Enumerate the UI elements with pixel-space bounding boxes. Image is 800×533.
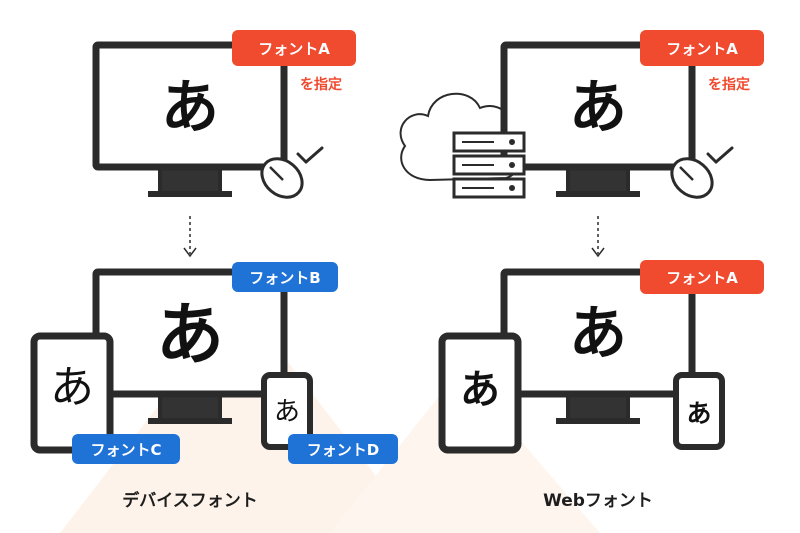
left-font-a-tag: フォントA [232, 30, 356, 66]
right-phone [673, 372, 725, 450]
left-font-d-tag: フォントD [288, 434, 398, 464]
computer-mouse-icon [260, 146, 324, 199]
right-phone-glyph: あ [686, 398, 712, 428]
right-monitor-glyph: あ [568, 299, 627, 367]
left-phone-glyph: あ [273, 397, 300, 427]
background-shape-left [60, 300, 420, 533]
left-monitor-glyph: あ [155, 296, 224, 375]
right-bottom-font-a-tag: フォントA [640, 260, 764, 294]
left-caption: デバイスフォント [122, 491, 258, 511]
right-font-a-tag: フォントA [640, 30, 764, 66]
left-font-b-tag: フォントB [232, 262, 338, 292]
left-top-glyph: あ [160, 73, 219, 141]
computer-mouse-icon [670, 146, 734, 199]
right-top-glyph: あ [568, 73, 627, 141]
right-caption: Webフォント [543, 491, 653, 511]
right-tablet-glyph: あ [460, 367, 500, 413]
down-arrow-icon [183, 216, 197, 258]
down-arrow-icon [591, 216, 605, 258]
right-tablet [438, 332, 522, 454]
right-top-monitor [500, 41, 696, 197]
left-font-c-tag: フォントC [72, 434, 180, 464]
left-tablet-glyph: あ [50, 362, 94, 413]
server-rack-icon [452, 131, 526, 199]
right-specify-note: を指定 [708, 77, 750, 93]
left-specify-note: を指定 [300, 77, 342, 93]
left-phone [261, 372, 313, 450]
left-top-monitor [92, 41, 288, 197]
